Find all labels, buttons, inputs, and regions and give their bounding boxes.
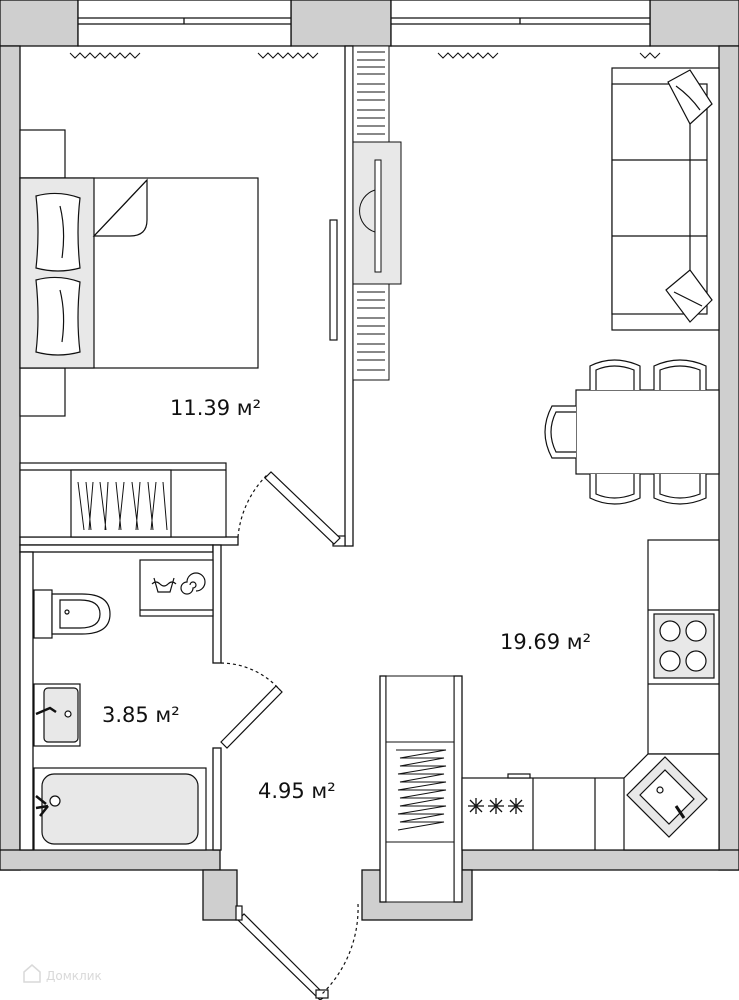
watermark: Домклик: [23, 964, 102, 983]
dining-table: [575, 389, 720, 475]
bathroom-area-label: 3.85 м²: [102, 703, 180, 727]
wash-basin-icon: [151, 577, 177, 593]
partition-bath-top: [19, 544, 214, 553]
hallway-area-label: 4.95 м²: [258, 779, 336, 803]
wall-top-right: [649, 0, 739, 47]
partition-hall-closet-right: [453, 675, 463, 903]
partition-bath-left: [19, 551, 34, 851]
burner-2: [685, 620, 707, 642]
sofa-cushion-2: [665, 269, 713, 323]
wall-right: [718, 45, 739, 871]
bathroom-fixtures: [33, 559, 214, 851]
washing-machine: [139, 559, 214, 617]
hangers-hall: [396, 749, 447, 831]
pillow-2: [35, 276, 81, 356]
burner-4: [685, 650, 707, 672]
burner-3: [659, 650, 681, 672]
pillow-1: [35, 192, 81, 272]
oven-icon: [468, 798, 524, 814]
living-area-label: 19.69 м²: [500, 630, 591, 654]
entrance-door: [235, 903, 359, 1000]
chairs: [544, 359, 707, 505]
partitions: [19, 45, 463, 903]
area-labels: 11.39 м² 19.69 м² 3.85 м² 4.95 м²: [102, 396, 591, 803]
wall-left: [0, 45, 21, 871]
wall-top-mid: [290, 0, 392, 47]
bedroom-door-arc: [237, 473, 269, 538]
bathroom-door-leaf: [220, 685, 283, 749]
wall-bottom-left: [0, 849, 221, 871]
kitchen: [461, 539, 720, 851]
partition-bedroom-bottom: [19, 536, 239, 546]
bedroom-area-label: 11.39 м²: [170, 396, 261, 420]
dining-set: [544, 359, 720, 505]
partition-hall-closet-left: [379, 675, 387, 903]
wall-entrance-left: [202, 869, 238, 921]
partition-bath-right-lower: [212, 747, 222, 851]
radiator-1: [69, 52, 141, 59]
watermark-text: Домклик: [46, 969, 102, 983]
radiator-4: [639, 52, 661, 59]
burner-1: [659, 620, 681, 642]
bedroom-door-leaf: [264, 471, 341, 545]
kitchen-counter-bottom: [461, 777, 649, 851]
nightstand-bottom: [19, 367, 66, 417]
tv: [329, 219, 338, 341]
entrance-door-leaf: [237, 913, 327, 1000]
kitchen-sink: [626, 756, 708, 838]
radiator-2: [257, 52, 319, 59]
books: [357, 51, 385, 371]
partition-bedroom-living: [344, 45, 354, 547]
bathroom-door: [220, 662, 283, 749]
wall-top-left: [0, 0, 79, 47]
partition-bath-right-upper: [212, 544, 222, 664]
living-shelving: [352, 45, 402, 381]
watermark-logo-icon: [23, 964, 41, 983]
bathroom-door-arc: [220, 662, 281, 691]
bedroom-door: [237, 471, 346, 547]
toilet-tank: [33, 589, 53, 639]
windows: [77, 0, 651, 47]
bedroom-furniture: [19, 129, 338, 538]
radiators: [69, 52, 661, 59]
hangers-bedroom: [77, 481, 168, 531]
nightstand-top: [19, 129, 66, 179]
spiral-icon: [180, 572, 206, 595]
sofa-cushion-1: [667, 69, 713, 125]
hall-closet: [385, 675, 455, 903]
entrance-door-arc: [321, 903, 359, 995]
living-tv: [374, 159, 382, 273]
sofa: [611, 67, 720, 331]
wall-bottom-right: [461, 849, 739, 871]
radiator-3: [437, 52, 499, 59]
